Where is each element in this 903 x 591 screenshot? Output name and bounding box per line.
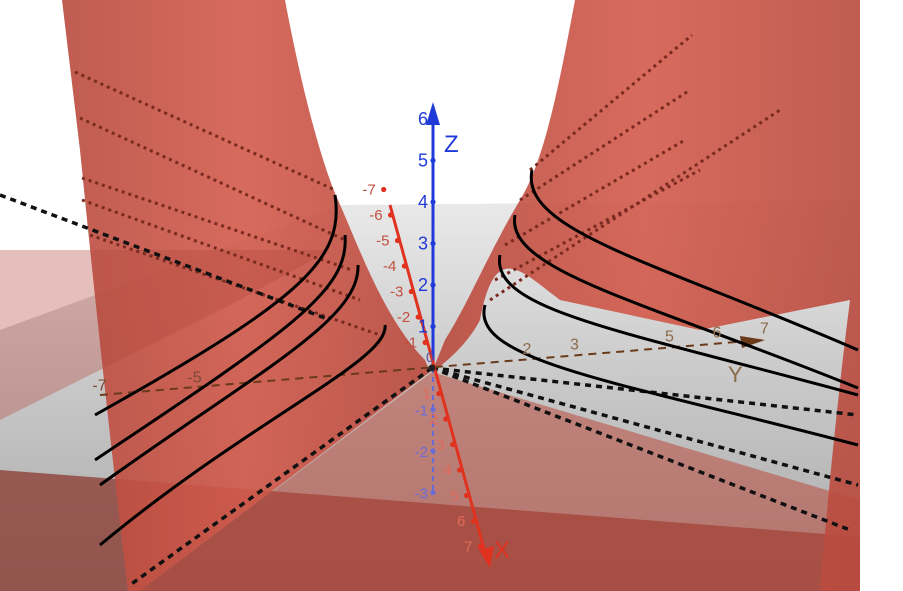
z-tick-dot [430, 489, 436, 496]
x-tick-dot [388, 212, 394, 218]
z-tick-dot [430, 157, 436, 164]
y-axis-ticks: -7 -5 2 3 5 6 7 [92, 320, 769, 394]
x-tick-dot [450, 441, 456, 448]
x-tick-dot [470, 518, 476, 524]
z-tick-label: 5 [418, 151, 428, 171]
z-tick-label: -2 [415, 444, 428, 461]
x-tick-dot [443, 416, 449, 422]
y-tick-label: 7 [760, 320, 769, 337]
surface-right-edge [860, 0, 903, 591]
x-tick-dot [436, 390, 442, 397]
z-tick-dot [430, 323, 436, 330]
z-tick-dot [430, 116, 436, 122]
y-tick-label: 5 [665, 329, 674, 346]
curves-right [482, 169, 859, 447]
z-tick-dot [430, 448, 436, 454]
x-tick-label: -5 [376, 233, 389, 250]
z-tick-dot [430, 199, 436, 205]
z-tick-label: 3 [418, 234, 428, 254]
y-tick-label: 2 [523, 341, 532, 358]
z-tick-label: 6 [418, 109, 428, 129]
surface-bottom-band [140, 372, 860, 591]
y-tick-label: 3 [570, 337, 579, 354]
z-tick-dot [430, 240, 436, 247]
x-tick-label: 1 [423, 386, 431, 403]
x-tick-dot [422, 339, 428, 346]
x-tick-label: 7 [464, 539, 472, 556]
z-tick-dot [430, 406, 436, 413]
dotted-lines-right [489, 33, 781, 302]
y-tick-label: -5 [187, 370, 201, 387]
dotted-lines-left [74, 70, 381, 337]
x-tick-label: 5 [450, 488, 458, 505]
z-tick-label: -1 [415, 403, 428, 420]
x-tick-label: 2 [429, 411, 437, 428]
z-tick-label: 4 [418, 192, 428, 212]
z-tick-label: 1 [418, 317, 428, 337]
x-tick-dot [408, 288, 414, 295]
x-tick-dot [415, 314, 421, 320]
x-axis-label: X [494, 537, 510, 564]
surface-right-sheet [432, 0, 860, 591]
x-tick-dot [394, 237, 401, 244]
y-tick-label: 6 [713, 324, 722, 341]
x-tick-dot [457, 467, 463, 473]
x-tick-label: -6 [369, 207, 382, 224]
x-tick-label: 3 [436, 437, 444, 454]
z-tick-label: -3 [415, 486, 428, 503]
surface-left-fold [0, 250, 330, 420]
x-tick-dot [463, 492, 470, 499]
x-tick-dot [477, 543, 483, 550]
x-axis-arrow [479, 546, 494, 568]
x-tick-label: -2 [397, 309, 410, 326]
x-tick-dot [381, 186, 387, 193]
z-axis-label: Z [444, 131, 459, 158]
curves-left [94, 194, 387, 547]
x-tick-dot [401, 263, 407, 269]
z-tick-label: 2 [418, 275, 428, 295]
origin-point[interactable] [428, 364, 436, 372]
x-tick-label: -1 [404, 335, 417, 352]
x-tick-label: 4 [443, 462, 451, 479]
y-axis-label: Y [728, 362, 743, 387]
z-tick-dot [430, 282, 436, 288]
x-tick-label: -4 [383, 258, 396, 275]
x-tick-label: 6 [457, 513, 465, 530]
y-tick-label: -7 [92, 378, 106, 395]
origin-label: 0 [426, 349, 434, 365]
surface-left-sheet [62, 0, 430, 591]
x-tick-label: -3 [390, 284, 403, 301]
z-axis-arrow [426, 102, 440, 125]
x-tick-label: -7 [362, 182, 375, 199]
